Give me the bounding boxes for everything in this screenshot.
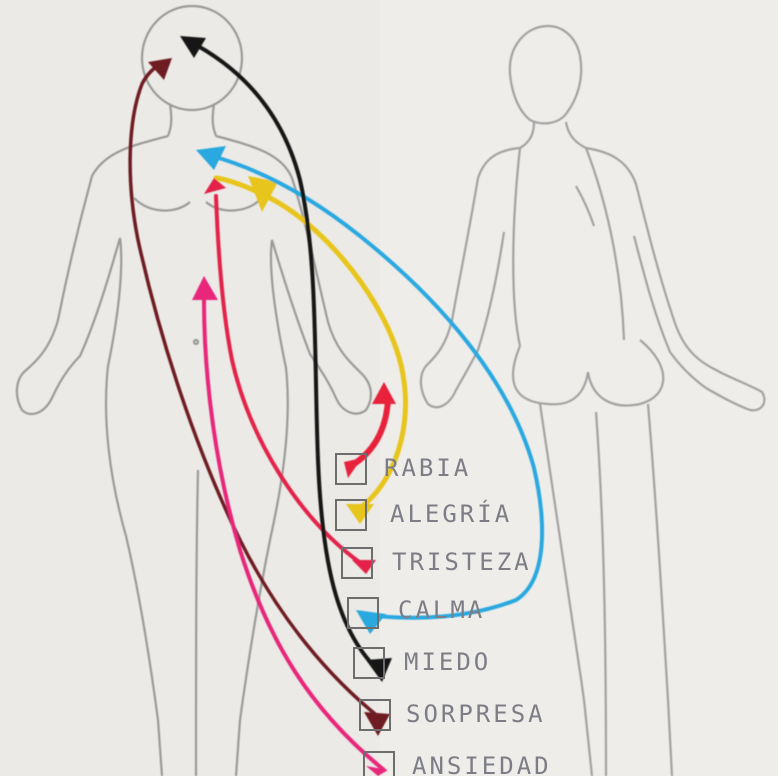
legend-label-calma: CALMA bbox=[398, 596, 485, 624]
legend-label-sorpresa: SORPRESA bbox=[406, 700, 546, 728]
legend-label-rabia: RABIA bbox=[384, 454, 471, 482]
legend-label-tristeza: TRISTEZA bbox=[392, 548, 532, 576]
legend-label-alegria: ALEGRÍA bbox=[390, 499, 512, 528]
legend-label-ansiedad: ANSIEDAD bbox=[412, 752, 552, 776]
legend-label-miedo: MIEDO bbox=[404, 648, 491, 676]
